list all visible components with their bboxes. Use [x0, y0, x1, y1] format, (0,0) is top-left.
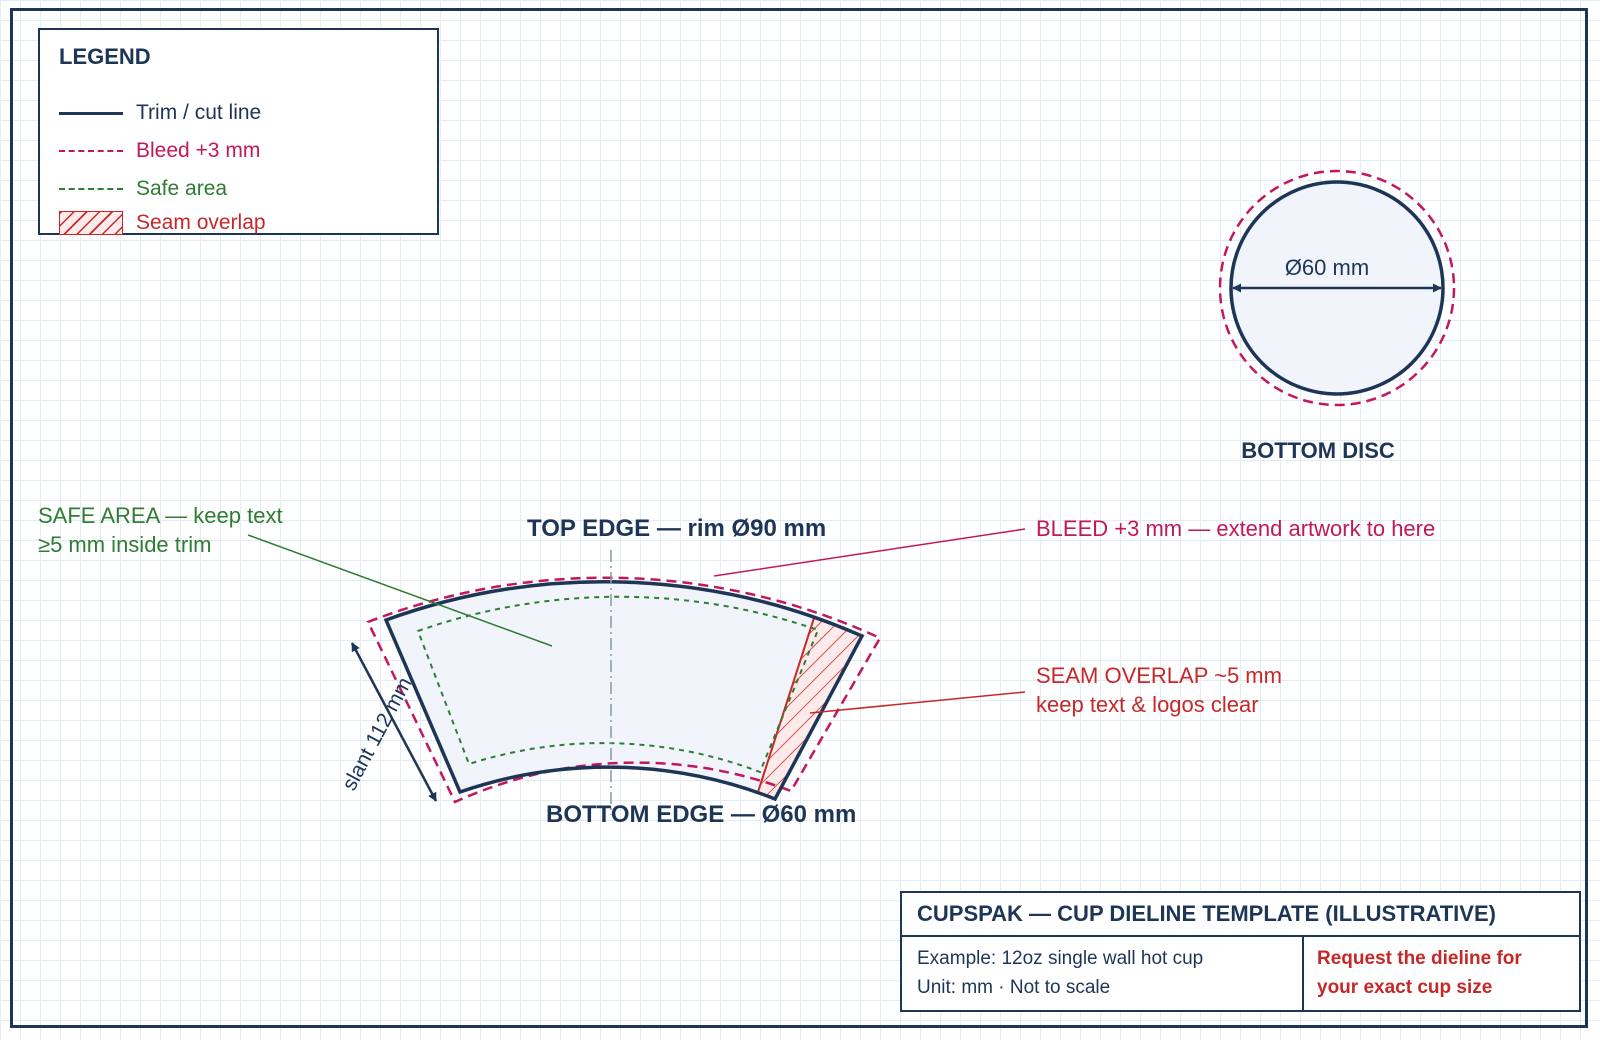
legend-item-safe: Safe area [59, 175, 227, 203]
seam-hatch-swatch [59, 211, 123, 235]
legend-bleed-label: Bleed +3 mm [136, 139, 261, 162]
seam-callout-line-2: keep text & logos clear [1036, 692, 1259, 717]
legend-title: LEGEND [59, 44, 151, 69]
trim-line-swatch [59, 101, 123, 125]
bottom-disc-title: BOTTOM DISC [1241, 438, 1395, 463]
bleed-callout: BLEED +3 mm — extend artwork to here [1036, 516, 1435, 541]
legend-seam-label: Seam overlap [136, 211, 266, 234]
title-block-title: CUPSPAK — CUP DIELINE TEMPLATE (ILLUSTRA… [917, 901, 1496, 926]
bleed-line-swatch [59, 139, 123, 163]
bottom-edge-label: BOTTOM EDGE — Ø60 mm [546, 801, 856, 828]
legend-item-bleed: Bleed +3 mm [59, 137, 260, 165]
trim-line [383, 579, 865, 802]
legend-safe-label: Safe area [136, 177, 228, 200]
safe-area-callout-line-1: SAFE AREA — keep text [38, 503, 283, 528]
top-edge-label: TOP EDGE — rim Ø90 mm [527, 515, 826, 542]
example-text: Example: 12oz single wall hot cup [917, 948, 1204, 969]
seam-callout-line-1: SEAM OVERLAP ~5 mm [1036, 663, 1282, 688]
unit-text: Unit: mm · Not to scale [917, 977, 1111, 998]
safe-line-swatch [59, 177, 123, 201]
request-note-line-2: your exact cup size [1317, 977, 1493, 998]
title-block-header: CUPSPAK — CUP DIELINE TEMPLATE (ILLUSTRA… [902, 893, 1579, 937]
slant-dimension-arrow [350, 642, 438, 802]
legend-box: LEGEND Trim / cut line Bleed +3 mm Safe … [38, 28, 439, 235]
legend-item-seam: Seam overlap [59, 209, 266, 237]
legend-trim-label: Trim / cut line [136, 101, 262, 124]
disc-diameter-label: Ø60 mm [1285, 255, 1369, 280]
bleed-leader [713, 528, 1026, 577]
seam-leader [809, 691, 1026, 714]
trim-fill [386, 580, 828, 792]
request-note-line-1: Request the dieline for [1317, 948, 1522, 969]
title-block-info: Example: 12oz single wall hot cup Unit: … [902, 935, 1304, 1010]
safe-area-leader [247, 534, 553, 647]
title-block: CUPSPAK — CUP DIELINE TEMPLATE (ILLUSTRA… [900, 891, 1581, 1012]
bottom-disc-bleed [1218, 169, 1456, 407]
safe-area-callout-line-2: ≥5 mm inside trim [38, 532, 211, 557]
legend-item-trim: Trim / cut line [59, 99, 261, 127]
